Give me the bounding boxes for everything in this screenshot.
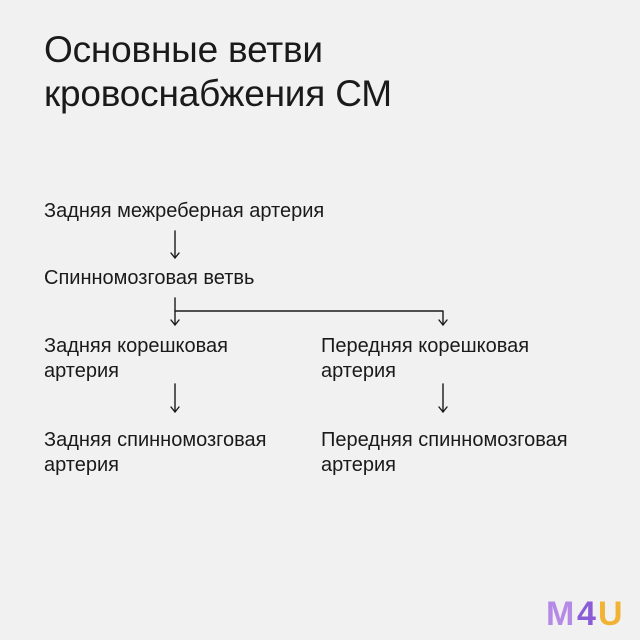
node-posterior-radicular-artery: Задняя корешковая артерия [44,334,228,384]
branch-arrow-icon [174,310,448,326]
node-label: Спинномозговая ветвь [44,267,255,289]
node-label-line-2: артерия [44,454,119,476]
title-line-1: Основные ветви [44,29,323,70]
node-spinal-branch: Спинномозговая ветвь [44,266,254,291]
logo-letter-u: U [598,595,623,632]
node-anterior-spinal-artery: Передняя спинномозговая артерия [321,428,568,478]
node-label-line-1: Передняя спинномозговая [321,429,568,451]
logo-digit-4: 4 [577,595,596,632]
node-posterior-intercostal-artery: Задняя межреберная артерия [44,199,324,224]
node-label-line-1: Задняя спинномозговая [44,429,267,451]
node-anterior-radicular-artery: Передняя корешковая артерия [321,334,529,384]
node-label-line-1: Передняя корешковая [321,335,530,357]
arrow-down-icon [438,383,448,413]
logo-letter-m: M [546,595,574,632]
arrow-down-icon [170,383,180,413]
node-label: Задняя межреберная артерия [44,200,325,222]
node-label-line-2: артерия [321,360,396,382]
arrow-down-icon [170,230,180,259]
m4u-logo: M 4 U [546,595,623,632]
diagram-title: Основные ветви кровоснабжения СМ [44,28,604,116]
node-posterior-spinal-artery: Задняя спинномозговая артерия [44,428,267,478]
node-label-line-2: артерия [44,360,119,382]
title-line-2: кровоснабжения СМ [44,73,392,114]
arrow-down-icon [170,297,180,326]
node-label-line-2: артерия [321,454,396,476]
node-label-line-1: Задняя корешковая [44,335,228,357]
